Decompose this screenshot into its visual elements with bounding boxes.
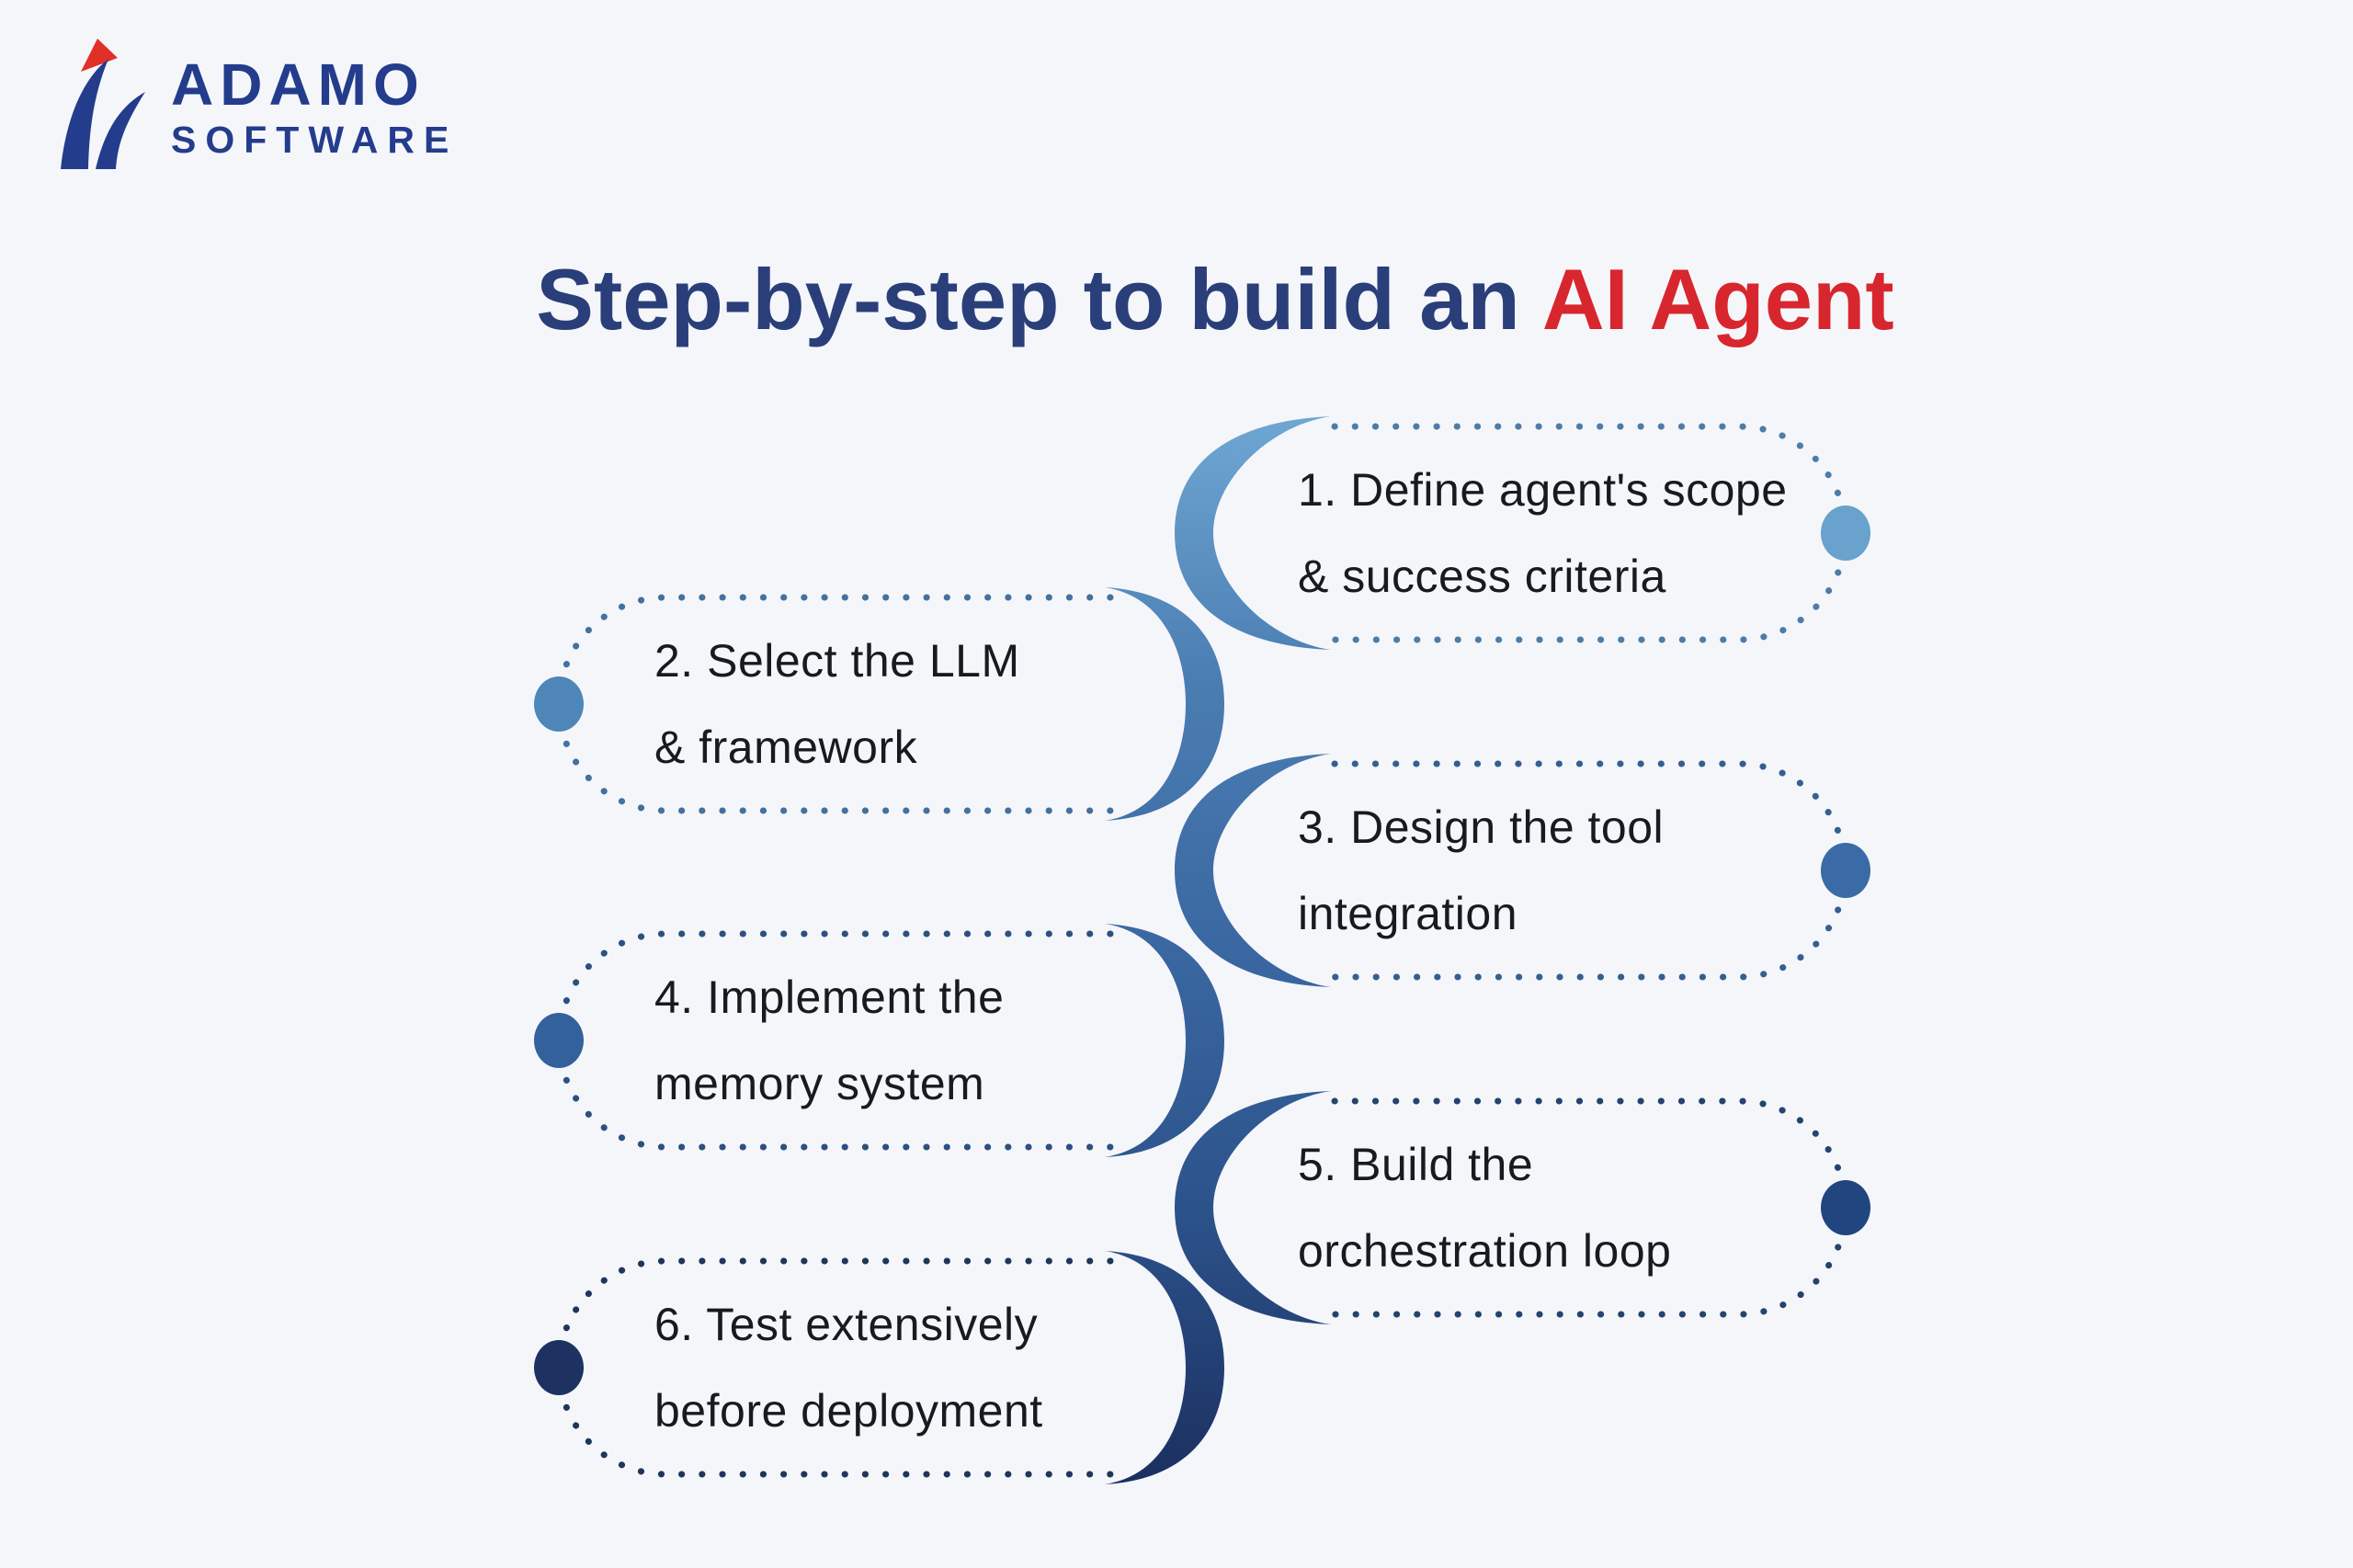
step-5-line2: orchestration loop [1298, 1225, 1672, 1277]
step-2-line2: & framework [654, 722, 918, 773]
spine-bracket-step-3 [1175, 754, 1331, 987]
step-6-dot [534, 1340, 584, 1395]
step-4-line1: 4. Implement the [654, 971, 1005, 1023]
step-2-label: 2. Select the LLM & framework [654, 597, 1132, 811]
logo-brand-text: ADAMO [171, 51, 426, 118]
step-5-line1: 5. Build the [1298, 1139, 1534, 1190]
step-1-line1: 1. Define agent's scope [1298, 464, 1788, 516]
spine-brackets [1105, 416, 1331, 1484]
step-4-dot [534, 1013, 584, 1068]
step-6-label: 6. Test extensively before deployment [654, 1261, 1132, 1474]
step-5-dot [1821, 1180, 1870, 1235]
step-6-line2: before deployment [654, 1385, 1043, 1437]
logo-sub-text: SOFTWARE [171, 119, 459, 161]
logo-wordmark: ADAMO SOFTWARE [171, 55, 458, 159]
step-1-dot [1821, 506, 1870, 561]
spine-bracket-step-6 [1105, 1251, 1224, 1484]
step-2-dot [534, 676, 584, 732]
logo-left-swoosh-icon [61, 59, 108, 169]
step-1-label: 1. Define agent's scope & success criteri… [1298, 426, 1849, 640]
step-4-line2: memory system [654, 1058, 985, 1109]
step-3-label: 3. Design the tool integration [1298, 764, 1849, 977]
page-title-accent: AI Agent [1541, 251, 1894, 347]
adamo-logo-mark-icon [61, 39, 145, 169]
step-3-dot [1821, 843, 1870, 898]
step-2-line1: 2. Select the LLM [654, 635, 1020, 687]
step-1-line2: & success criteria [1298, 551, 1666, 602]
spine-bracket-step-4 [1105, 924, 1224, 1157]
step-4-label: 4. Implement the memory system [654, 934, 1132, 1147]
spine-bracket-step-2 [1105, 587, 1224, 821]
step-3-line2: integration [1298, 888, 1518, 939]
step-3-line1: 3. Design the tool [1298, 801, 1665, 853]
logo-right-swoosh-icon [96, 92, 145, 169]
logo-red-peak-icon [81, 39, 118, 72]
step-6-line1: 6. Test extensively [654, 1299, 1039, 1350]
step-dots [534, 506, 1870, 1395]
adamo-logo: ADAMO SOFTWARE [59, 35, 458, 171]
spine-bracket-step-1 [1175, 416, 1331, 650]
step-5-label: 5. Build the orchestration loop [1298, 1101, 1849, 1314]
spine-bracket-step-5 [1175, 1091, 1331, 1324]
page-title-main: Step-by-step to build an [536, 251, 1520, 347]
